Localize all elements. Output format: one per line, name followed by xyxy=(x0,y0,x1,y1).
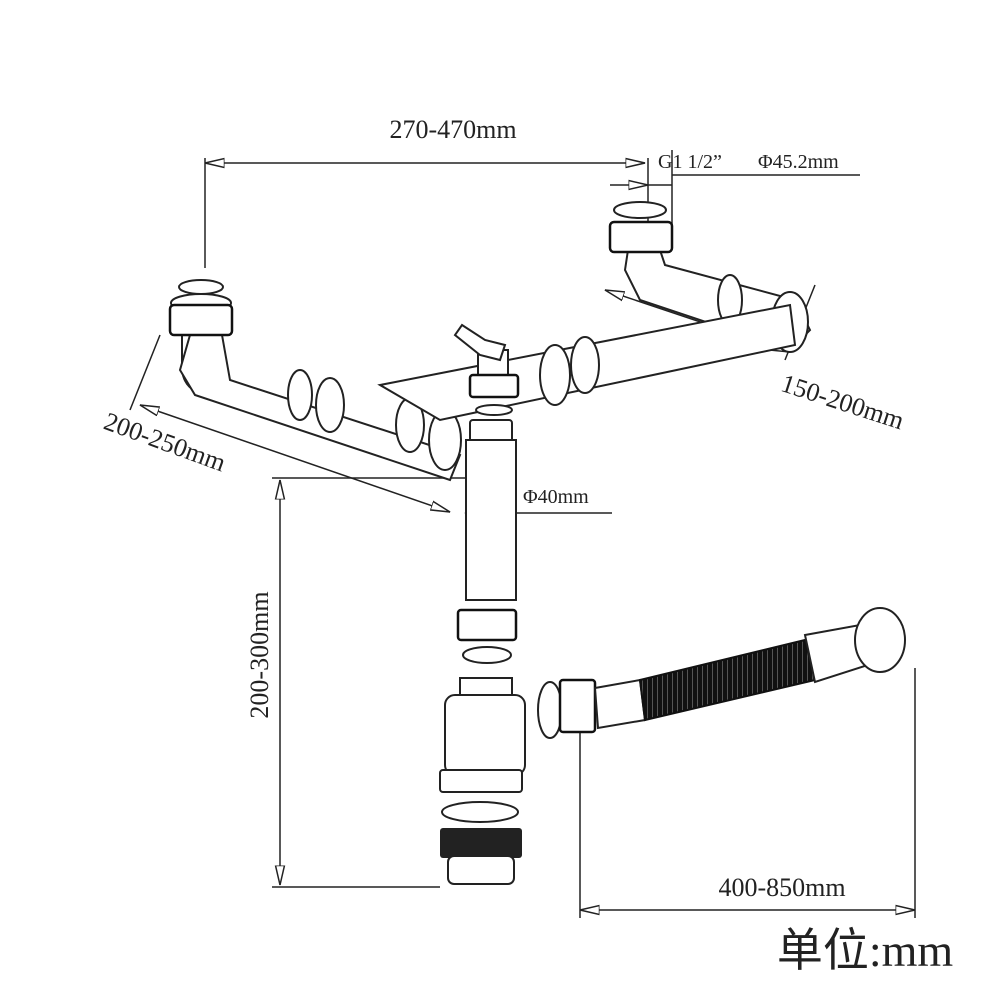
hose-length-label: 400-850mm xyxy=(718,873,845,902)
right-arm-label: 150-200mm xyxy=(778,368,908,435)
top-width-label: 270-470mm xyxy=(389,115,516,144)
center-pipe xyxy=(377,303,797,422)
left-arm-pipe xyxy=(168,279,462,482)
dimension-lines xyxy=(129,150,916,918)
flexible-hose xyxy=(537,607,906,739)
unit-label: 单位:mm xyxy=(777,925,954,976)
left-arm-label: 200-250mm xyxy=(100,407,229,478)
tail-pipe xyxy=(456,419,518,664)
thread-label: G1 1/2” xyxy=(658,151,722,173)
pipe-diameter-label: Φ40mm xyxy=(523,486,589,508)
trap-height-label: 200-300mm xyxy=(245,591,274,718)
bottle-trap xyxy=(439,677,526,885)
outlet-diameter-label: Φ45.2mm xyxy=(758,151,839,173)
